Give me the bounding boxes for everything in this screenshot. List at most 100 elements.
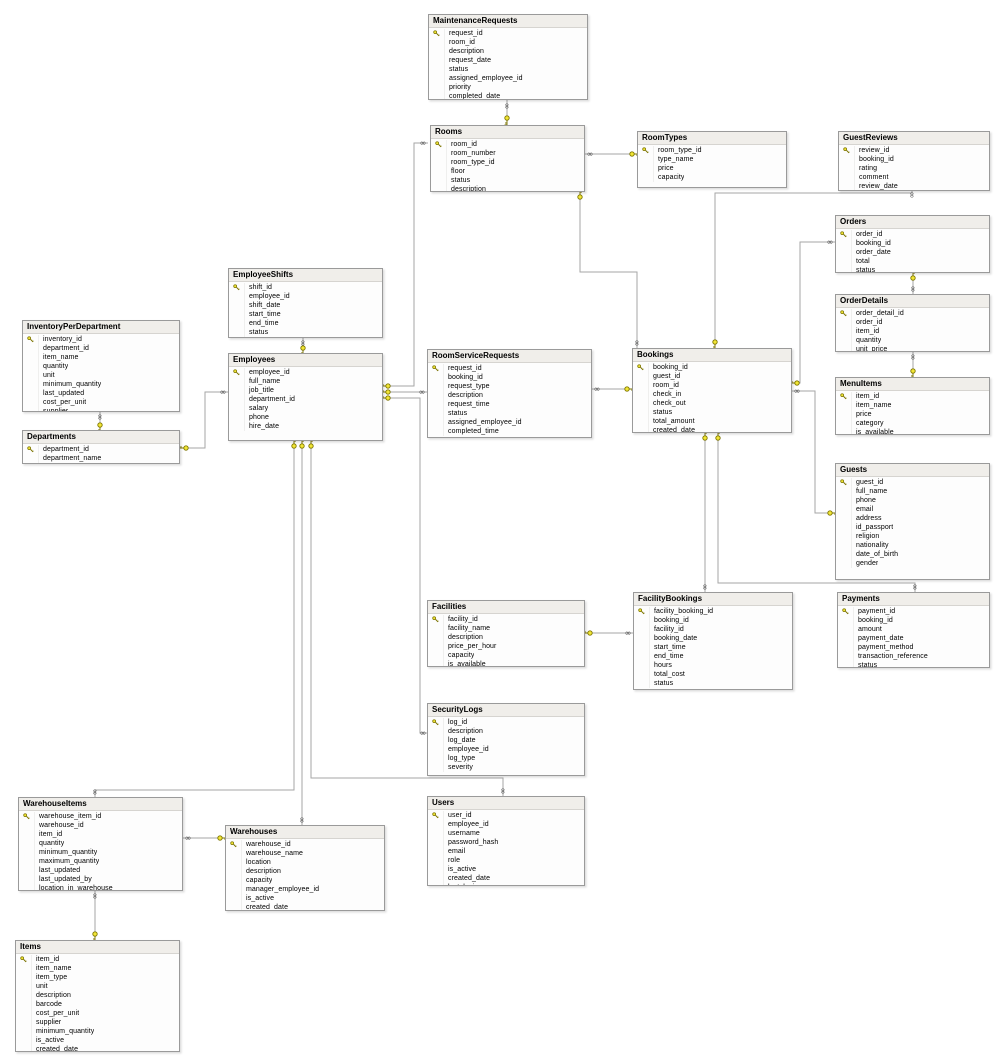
column-row[interactable]: minimum_quantity: [23, 380, 179, 389]
column-row[interactable]: quantity: [23, 362, 179, 371]
column-row[interactable]: assigned_employee_id: [428, 418, 591, 427]
relationship-payments-bookings[interactable]: [717, 433, 916, 592]
column-row[interactable]: is_active: [226, 894, 384, 903]
column-row[interactable]: description: [428, 633, 584, 642]
relationship-orders-bookings[interactable]: [792, 241, 835, 384]
table-title[interactable]: Facilities: [428, 601, 584, 614]
table-title[interactable]: EmployeeShifts: [229, 269, 382, 282]
column-row[interactable]: last_login: [428, 883, 584, 885]
column-row[interactable]: item_id: [836, 392, 989, 401]
column-row[interactable]: department_id: [23, 445, 179, 454]
column-row[interactable]: item_id: [16, 955, 179, 964]
column-row[interactable]: request_id: [428, 364, 591, 373]
table-title[interactable]: Orders: [836, 216, 989, 229]
column-row[interactable]: booking_id: [836, 239, 989, 248]
column-row[interactable]: amount: [838, 625, 989, 634]
column-row[interactable]: user_id: [428, 811, 584, 820]
column-row[interactable]: transaction_reference: [838, 652, 989, 661]
column-row[interactable]: date_of_birth: [836, 550, 989, 559]
column-row[interactable]: priority: [429, 83, 587, 92]
column-row[interactable]: role: [428, 856, 584, 865]
relationship-maintenancerequests-employees[interactable]: [383, 142, 428, 387]
column-row[interactable]: is_active: [428, 865, 584, 874]
table-title[interactable]: Payments: [838, 593, 989, 606]
column-row[interactable]: order_detail_id: [836, 309, 989, 318]
column-row[interactable]: price: [836, 410, 989, 419]
column-row[interactable]: department_id: [23, 344, 179, 353]
column-row[interactable]: completed_time: [428, 427, 591, 436]
column-row[interactable]: unit: [16, 982, 179, 991]
column-row[interactable]: employee_id: [229, 292, 382, 301]
table-title[interactable]: Rooms: [431, 126, 584, 139]
column-row[interactable]: request_time: [428, 400, 591, 409]
column-row[interactable]: is_active: [16, 1036, 179, 1045]
column-row[interactable]: item_id: [836, 327, 989, 336]
column-row[interactable]: warehouse_id: [226, 840, 384, 849]
column-row[interactable]: payment_id: [838, 607, 989, 616]
relationship-warehouseitems-employees[interactable]: [94, 441, 295, 797]
column-row[interactable]: password_hash: [428, 838, 584, 847]
table-title[interactable]: OrderDetails: [836, 295, 989, 308]
column-row[interactable]: capacity: [428, 651, 584, 660]
column-row[interactable]: description: [428, 391, 591, 400]
column-row[interactable]: cost_per_unit: [23, 398, 179, 407]
column-row[interactable]: job_title: [229, 386, 382, 395]
column-row[interactable]: start_time: [634, 643, 792, 652]
column-row[interactable]: location_in_warehouse: [19, 884, 182, 890]
table-title[interactable]: MenuItems: [836, 378, 989, 391]
column-row[interactable]: check_out: [633, 399, 791, 408]
column-row[interactable]: log_id: [428, 718, 584, 727]
column-row[interactable]: employee_id: [229, 368, 382, 377]
table-title[interactable]: Bookings: [633, 349, 791, 362]
column-row[interactable]: description: [16, 991, 179, 1000]
column-row[interactable]: item_type: [16, 973, 179, 982]
column-row[interactable]: unit_price: [836, 345, 989, 351]
table-title[interactable]: RoomTypes: [638, 132, 786, 145]
column-row[interactable]: review_id: [839, 146, 989, 155]
relationship-guestreviews-bookings[interactable]: [714, 191, 913, 348]
column-row[interactable]: item_id: [19, 830, 182, 839]
column-row[interactable]: floor: [431, 167, 584, 176]
column-row[interactable]: warehouse_id: [19, 821, 182, 830]
column-row[interactable]: log_date: [428, 736, 584, 745]
column-row[interactable]: room_type_id: [638, 146, 786, 155]
column-row[interactable]: price: [638, 164, 786, 173]
column-row[interactable]: status: [633, 408, 791, 417]
column-row[interactable]: salary: [229, 404, 382, 413]
column-row[interactable]: status: [431, 176, 584, 185]
column-row[interactable]: description: [226, 867, 384, 876]
relationship-employees-departments[interactable]: [180, 391, 228, 449]
column-row[interactable]: quantity: [19, 839, 182, 848]
column-row[interactable]: capacity: [638, 173, 786, 182]
column-row[interactable]: inventory_id: [23, 335, 179, 344]
table-title[interactable]: WarehouseItems: [19, 798, 182, 811]
column-row[interactable]: created_date: [16, 1045, 179, 1051]
column-row[interactable]: is_available: [836, 428, 989, 434]
column-row[interactable]: cost_per_unit: [16, 1009, 179, 1018]
column-row[interactable]: description: [429, 47, 587, 56]
column-row[interactable]: last_updated: [23, 389, 179, 398]
column-row[interactable]: request_date: [429, 56, 587, 65]
column-row[interactable]: log_type: [428, 754, 584, 763]
column-row[interactable]: guest_id: [633, 372, 791, 381]
column-row[interactable]: religion: [836, 532, 989, 541]
table-title[interactable]: GuestReviews: [839, 132, 989, 145]
column-row[interactable]: email: [836, 505, 989, 514]
column-row[interactable]: booking_date: [634, 634, 792, 643]
column-row[interactable]: shift_date: [229, 301, 382, 310]
column-row[interactable]: total_cost: [634, 670, 792, 679]
column-row[interactable]: created_date: [428, 874, 584, 883]
column-row[interactable]: quantity: [836, 336, 989, 345]
column-row[interactable]: full_name: [229, 377, 382, 386]
